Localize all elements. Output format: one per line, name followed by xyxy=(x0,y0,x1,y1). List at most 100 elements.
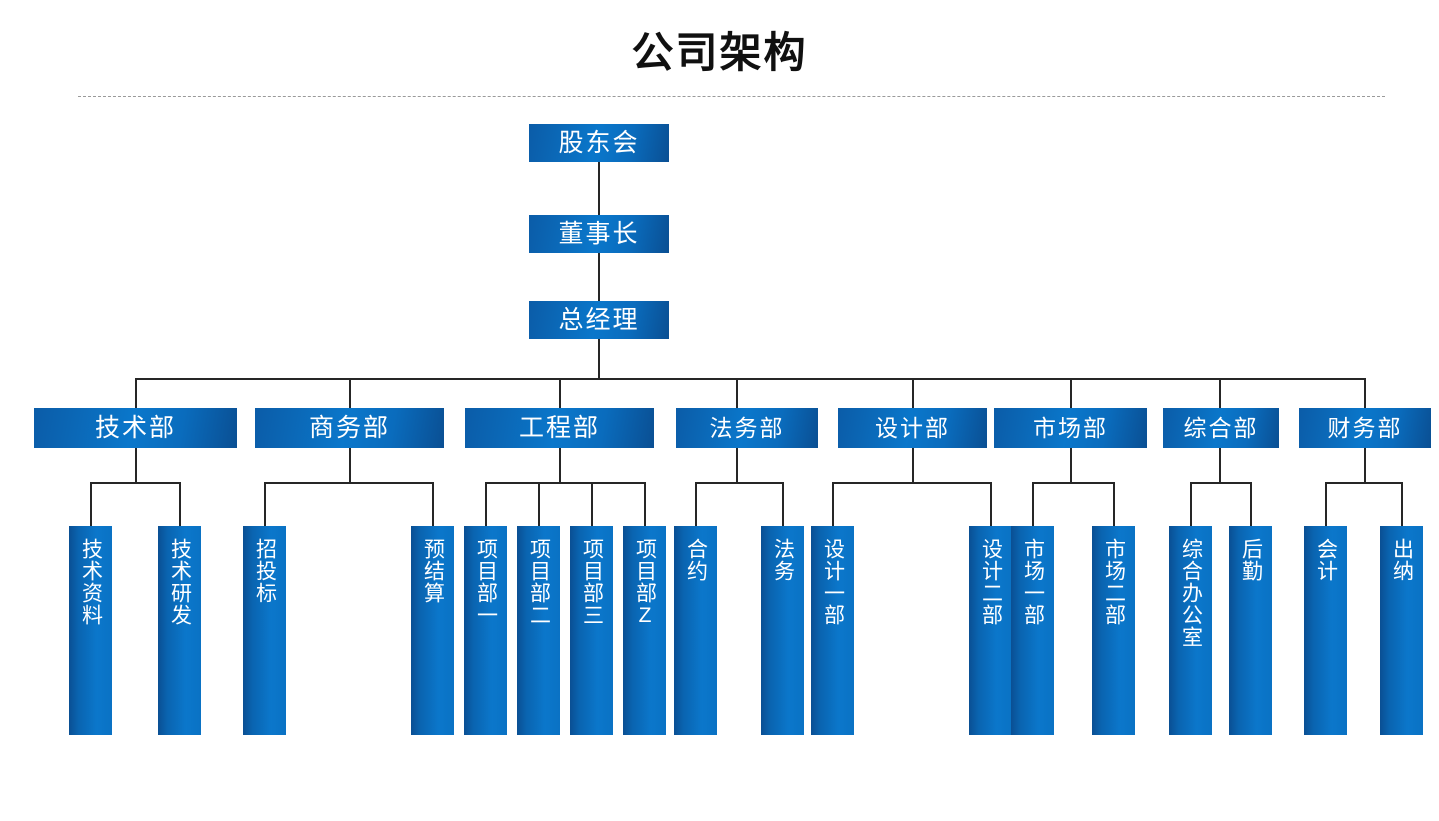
bus-engineering xyxy=(485,482,645,484)
drop-bidding xyxy=(264,482,266,526)
node-general-office[interactable]: 综合办公室 xyxy=(1169,526,1212,735)
node-bidding[interactable]: 招投标 xyxy=(243,526,286,735)
node-project-z[interactable]: 项目部Z xyxy=(623,526,666,735)
drop-design-1 xyxy=(832,482,834,526)
node-label: 股东会 xyxy=(558,128,640,157)
node-project-2[interactable]: 项目部二 xyxy=(517,526,560,735)
drop-design-2 xyxy=(990,482,992,526)
node-label: 后勤 xyxy=(1239,538,1263,582)
bus-tech xyxy=(90,482,181,484)
page-title: 公司架构 xyxy=(631,29,808,76)
node-shareholders[interactable]: 股东会 xyxy=(529,124,669,162)
stem-tech xyxy=(135,448,137,483)
node-label: 市场二部 xyxy=(1102,538,1126,626)
node-label: 董事长 xyxy=(558,219,640,248)
node-label: 合约 xyxy=(684,538,708,582)
connector-shareholders-chairman xyxy=(598,162,600,215)
node-design-1[interactable]: 设计一部 xyxy=(811,526,854,735)
stem-finance xyxy=(1364,448,1366,483)
node-chairman[interactable]: 董事长 xyxy=(529,215,669,253)
drop-general-office xyxy=(1190,482,1192,526)
node-marketing-2[interactable]: 市场二部 xyxy=(1092,526,1135,735)
node-label: 技术研发 xyxy=(168,538,192,626)
node-label: 总经理 xyxy=(558,305,640,334)
drop-design xyxy=(912,378,914,408)
stem-business xyxy=(349,448,351,483)
node-tech-rd[interactable]: 技术研发 xyxy=(158,526,201,735)
drop-engineering xyxy=(559,378,561,408)
node-cashier[interactable]: 出纳 xyxy=(1380,526,1423,735)
node-logistics[interactable]: 后勤 xyxy=(1229,526,1272,735)
node-label: 综合部 xyxy=(1183,414,1259,441)
drop-contract xyxy=(695,482,697,526)
drop-cashier xyxy=(1401,482,1403,526)
drop-logistics xyxy=(1250,482,1252,526)
node-project-1[interactable]: 项目部一 xyxy=(464,526,507,735)
node-label: 设计二部 xyxy=(979,538,1003,626)
drop-marketing-1 xyxy=(1032,482,1034,526)
node-label: 财务部 xyxy=(1327,414,1403,441)
node-marketing-1[interactable]: 市场一部 xyxy=(1011,526,1054,735)
node-design[interactable]: 设计部 xyxy=(838,408,987,448)
connector-gm-to-bus xyxy=(598,339,600,379)
drop-budget xyxy=(432,482,434,526)
node-label: 商务部 xyxy=(308,413,390,442)
drop-project-z xyxy=(644,482,646,526)
node-project-3[interactable]: 项目部三 xyxy=(570,526,613,735)
node-general-affairs[interactable]: 综合部 xyxy=(1163,408,1279,448)
node-general-manager[interactable]: 总经理 xyxy=(529,301,669,339)
node-contract[interactable]: 合约 xyxy=(674,526,717,735)
department-bus-line xyxy=(135,378,1365,380)
drop-project-3 xyxy=(591,482,593,526)
node-label: 项目部Z xyxy=(633,538,657,628)
stem-marketing xyxy=(1070,448,1072,483)
title-divider xyxy=(78,96,1385,97)
drop-general-affairs xyxy=(1219,378,1221,408)
drop-tech-docs xyxy=(90,482,92,526)
node-label: 技术部 xyxy=(94,413,176,442)
bus-finance xyxy=(1325,482,1403,484)
node-label: 技术资料 xyxy=(79,538,103,626)
stem-general-affairs xyxy=(1219,448,1221,483)
bus-business xyxy=(264,482,434,484)
stem-engineering xyxy=(559,448,561,483)
node-marketing[interactable]: 市场部 xyxy=(994,408,1147,448)
node-label: 市场一部 xyxy=(1021,538,1045,626)
bus-marketing xyxy=(1032,482,1115,484)
bus-general-affairs xyxy=(1190,482,1252,484)
bus-design xyxy=(832,482,992,484)
drop-tech xyxy=(135,378,137,408)
node-budget[interactable]: 预结算 xyxy=(411,526,454,735)
node-legal-affairs[interactable]: 法务 xyxy=(761,526,804,735)
node-tech-docs[interactable]: 技术资料 xyxy=(69,526,112,735)
stem-design xyxy=(912,448,914,483)
drop-marketing xyxy=(1070,378,1072,408)
drop-tech-rd xyxy=(179,482,181,526)
node-label: 会计 xyxy=(1314,538,1338,582)
node-label: 招投标 xyxy=(253,538,277,604)
node-label: 综合办公室 xyxy=(1179,538,1203,648)
node-label: 市场部 xyxy=(1033,414,1108,441)
node-label: 项目部二 xyxy=(527,538,551,626)
node-engineering[interactable]: 工程部 xyxy=(465,408,654,448)
node-label: 工程部 xyxy=(518,413,600,442)
node-label: 设计一部 xyxy=(821,538,845,626)
drop-marketing-2 xyxy=(1113,482,1115,526)
node-label: 设计部 xyxy=(875,414,950,441)
node-legal[interactable]: 法务部 xyxy=(676,408,818,448)
connector-chairman-gm xyxy=(598,253,600,301)
stem-legal xyxy=(736,448,738,483)
drop-finance xyxy=(1364,378,1366,408)
node-label: 法务 xyxy=(771,538,795,582)
node-finance[interactable]: 财务部 xyxy=(1299,408,1431,448)
drop-project-1 xyxy=(485,482,487,526)
node-design-2[interactable]: 设计二部 xyxy=(969,526,1012,735)
node-accounting[interactable]: 会计 xyxy=(1304,526,1347,735)
drop-project-2 xyxy=(538,482,540,526)
bus-legal xyxy=(695,482,784,484)
node-tech[interactable]: 技术部 xyxy=(34,408,237,448)
node-label: 出纳 xyxy=(1390,538,1414,582)
node-label: 预结算 xyxy=(421,538,445,604)
drop-accounting xyxy=(1325,482,1327,526)
node-business[interactable]: 商务部 xyxy=(255,408,444,448)
